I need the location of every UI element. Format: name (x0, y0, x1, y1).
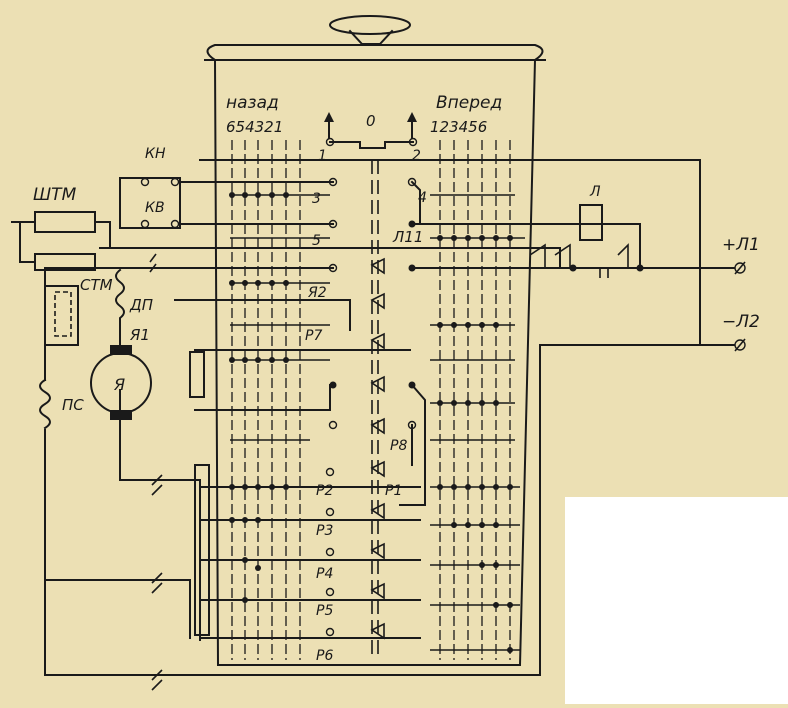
direction-arrows (324, 112, 417, 141)
p4-label: Р4 (316, 566, 333, 582)
kv-label: КВ (145, 200, 165, 216)
p5-label: Р5 (316, 603, 333, 619)
stm-label: СТМ (80, 276, 113, 294)
row-terminals (325, 177, 417, 637)
r8-label: Р8 (390, 438, 407, 454)
l-label: Л (589, 184, 601, 200)
shtm-label: ШТМ (33, 185, 77, 205)
handwheel-icon (329, 15, 411, 45)
stm-resistor: СТМ (44, 276, 113, 346)
forward-label: Вперед (436, 93, 502, 113)
row-5-label: 5 (312, 233, 321, 249)
minus-l2-label: −Л2 (722, 312, 760, 332)
p2-label: Р2 (316, 483, 333, 499)
reverse-label: назад (226, 93, 279, 113)
forward-positions: 123456 (430, 118, 487, 136)
line-contactor: Л (529, 184, 644, 278)
kn-kv-contacts: КН КВ (119, 146, 181, 229)
p6-label: Р6 (316, 648, 333, 664)
center-drum (370, 160, 385, 660)
cross-marks (149, 253, 163, 691)
ps-coil-icon (39, 378, 51, 430)
shtm-resistor: ШТМ (19, 185, 111, 271)
dp-label: ДП (129, 296, 153, 314)
switch-2-label: 2 (412, 148, 421, 164)
motor-icon: Я (90, 345, 152, 420)
side-resistor (189, 351, 205, 398)
ya2-label: Я2 (307, 285, 327, 301)
ya1-label: Я1 (129, 326, 150, 344)
r7-label: Р7 (305, 328, 322, 344)
contact-dots (229, 192, 513, 653)
ps-label: ПС (62, 396, 84, 414)
zero-position: 0 (366, 112, 376, 130)
lower-contact-rows (201, 486, 520, 651)
row-4-label: 4 (418, 190, 427, 206)
blank-corner (565, 497, 788, 704)
switch-1-label: 1 (318, 148, 327, 164)
kn-label: КН (145, 146, 166, 162)
l11-label: Л11 (392, 228, 423, 246)
p3-label: Р3 (316, 523, 333, 539)
motor-label: Я (113, 375, 125, 394)
drum-columns (231, 140, 511, 660)
dp-coil-icon (115, 268, 125, 346)
reverser-switch: 1 2 (318, 137, 421, 164)
reverse-positions: 654321 (226, 118, 283, 136)
p1-label: Р1 (385, 483, 402, 499)
plus-l1-label: +Л1 (722, 235, 760, 255)
step-resistor (194, 464, 210, 636)
line-terminals: +Л1 −Л2 (722, 235, 760, 352)
row-3-label: 3 (312, 191, 321, 207)
